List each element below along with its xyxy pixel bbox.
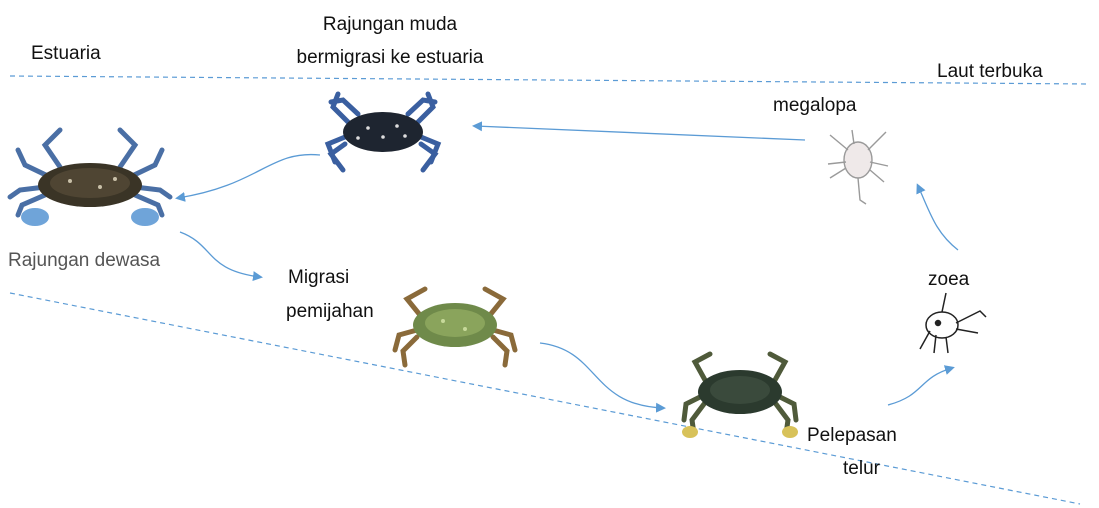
zoea-label: zoea <box>928 268 969 291</box>
estuaria-label: Estuaria <box>31 42 101 65</box>
juvenile-crab-icon <box>328 94 438 170</box>
spawning-crab-icon <box>395 289 515 365</box>
estuary-boundary-line <box>10 76 1090 84</box>
arrow-zoea-to-megalopa <box>918 186 958 250</box>
arrow-adult-to-migration <box>180 232 260 277</box>
blue-swimming-crab-icon <box>10 130 170 226</box>
seabed-boundary-line <box>10 293 1080 504</box>
pelepasan-label-line2: telur <box>843 457 880 480</box>
migrasi-label-line2: pemijahan <box>286 300 374 323</box>
arrow-spawning-to-zoea <box>888 368 952 405</box>
megalopa-larva-icon <box>828 130 888 204</box>
zoea-larva-icon <box>920 293 986 353</box>
rajungan-dewasa-label: Rajungan dewasa <box>8 249 160 272</box>
egg-bearing-crab-icon <box>682 354 798 438</box>
arrow-megalopa-to-juvenile <box>475 126 805 140</box>
laut-terbuka-label: Laut terbuka <box>937 60 1043 83</box>
arrow-juvenile-to-adult <box>178 155 320 198</box>
pelepasan-label-line1: Pelepasan <box>807 424 897 447</box>
migrasi-label-line1: Migrasi <box>288 266 349 289</box>
rajungan-muda-label-line1: Rajungan muda <box>300 13 480 36</box>
rajungan-muda-label-line2: bermigrasi ke estuaria <box>265 46 515 69</box>
arrow-migration-to-spawning <box>540 343 663 408</box>
megalopa-label: megalopa <box>773 94 856 117</box>
